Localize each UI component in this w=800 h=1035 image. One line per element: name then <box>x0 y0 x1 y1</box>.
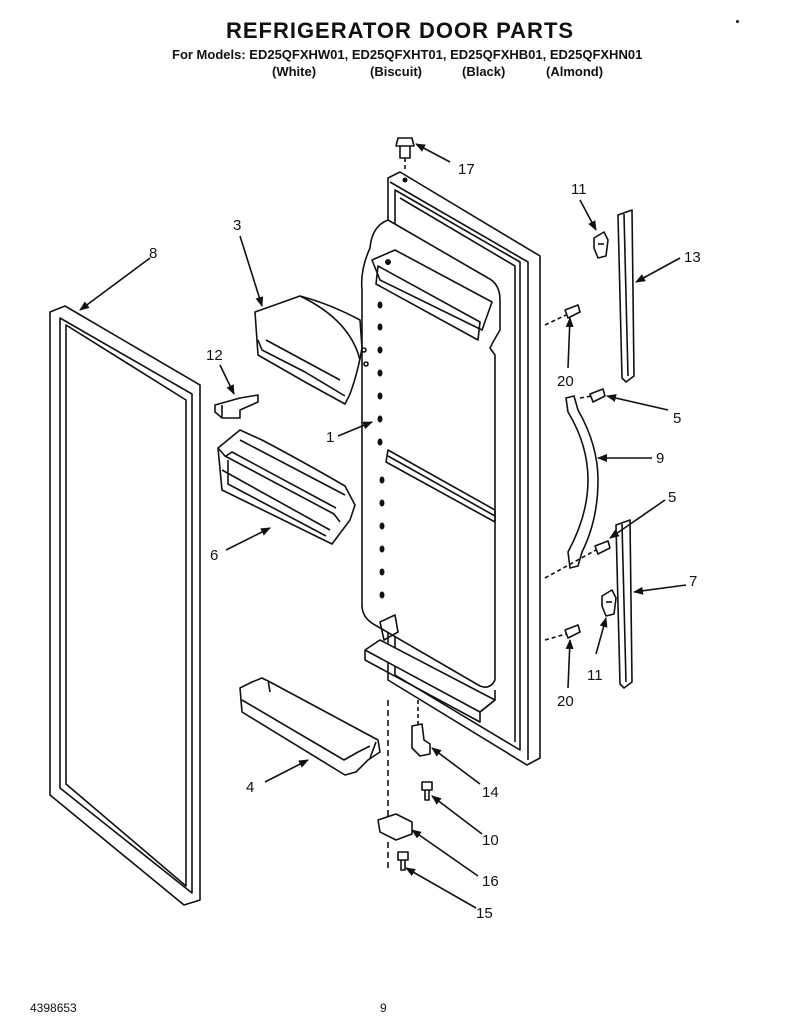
callout-15: 15 <box>476 905 493 922</box>
door-plug <box>395 137 415 159</box>
page-title: REFRIGERATOR DOOR PARTS <box>225 18 575 43</box>
hinge-screw <box>421 781 433 801</box>
document-number: 4398653 <box>30 1001 77 1015</box>
handle-clip-lower <box>601 589 617 617</box>
door-liner <box>360 171 541 766</box>
hinge-mount-screw <box>397 851 409 871</box>
variant-black: (Black) <box>462 64 506 79</box>
callout-10: 10 <box>482 832 499 849</box>
callout-6: 6 <box>210 547 218 564</box>
callout-16: 16 <box>482 873 499 890</box>
callout-5-lower: 5 <box>668 489 676 506</box>
callout-12: 12 <box>206 347 223 364</box>
hinge-bracket <box>411 700 431 757</box>
dairy-compartment-door <box>254 295 369 405</box>
model-list: For Models: ED25QFXHW01, ED25QFXHT01, ED… <box>172 47 643 62</box>
corner-mark <box>736 20 739 23</box>
callout-11-lower: 11 <box>587 667 603 684</box>
screw-part <box>564 304 611 639</box>
callout-17: 17 <box>458 161 475 178</box>
bottom-trim-strip <box>615 519 633 689</box>
callout-9: 9 <box>656 450 664 467</box>
variant-white: (White) <box>272 64 317 79</box>
callout-20-lower: 20 <box>557 693 574 710</box>
leader-lines <box>79 143 687 909</box>
door-handle <box>565 395 599 569</box>
page-number: 9 <box>380 1001 387 1015</box>
handle-clip-upper <box>593 231 609 259</box>
top-trim-strip <box>617 209 635 383</box>
clip-part <box>214 394 259 419</box>
callout-1: 1 <box>326 429 334 446</box>
callout-3: 3 <box>233 217 241 234</box>
callout-8: 8 <box>149 245 157 262</box>
lower-door-bin <box>239 677 381 776</box>
callout-5-upper: 5 <box>673 410 681 427</box>
callout-11-upper: 11 <box>571 181 587 198</box>
callout-14: 14 <box>482 784 499 801</box>
callout-7: 7 <box>689 573 697 590</box>
door-bin <box>217 429 356 545</box>
lower-hinge <box>377 813 413 841</box>
callout-4: 4 <box>246 779 254 796</box>
callout-13: 13 <box>684 249 701 266</box>
callout-labels: 17 11 13 3 8 12 20 5 1 9 5 6 7 11 20 4 1… <box>149 161 701 922</box>
callout-20-upper: 20 <box>557 373 574 390</box>
variant-almond: (Almond) <box>546 64 604 79</box>
door-gasket <box>49 305 201 906</box>
variant-biscuit: (Biscuit) <box>370 64 422 79</box>
